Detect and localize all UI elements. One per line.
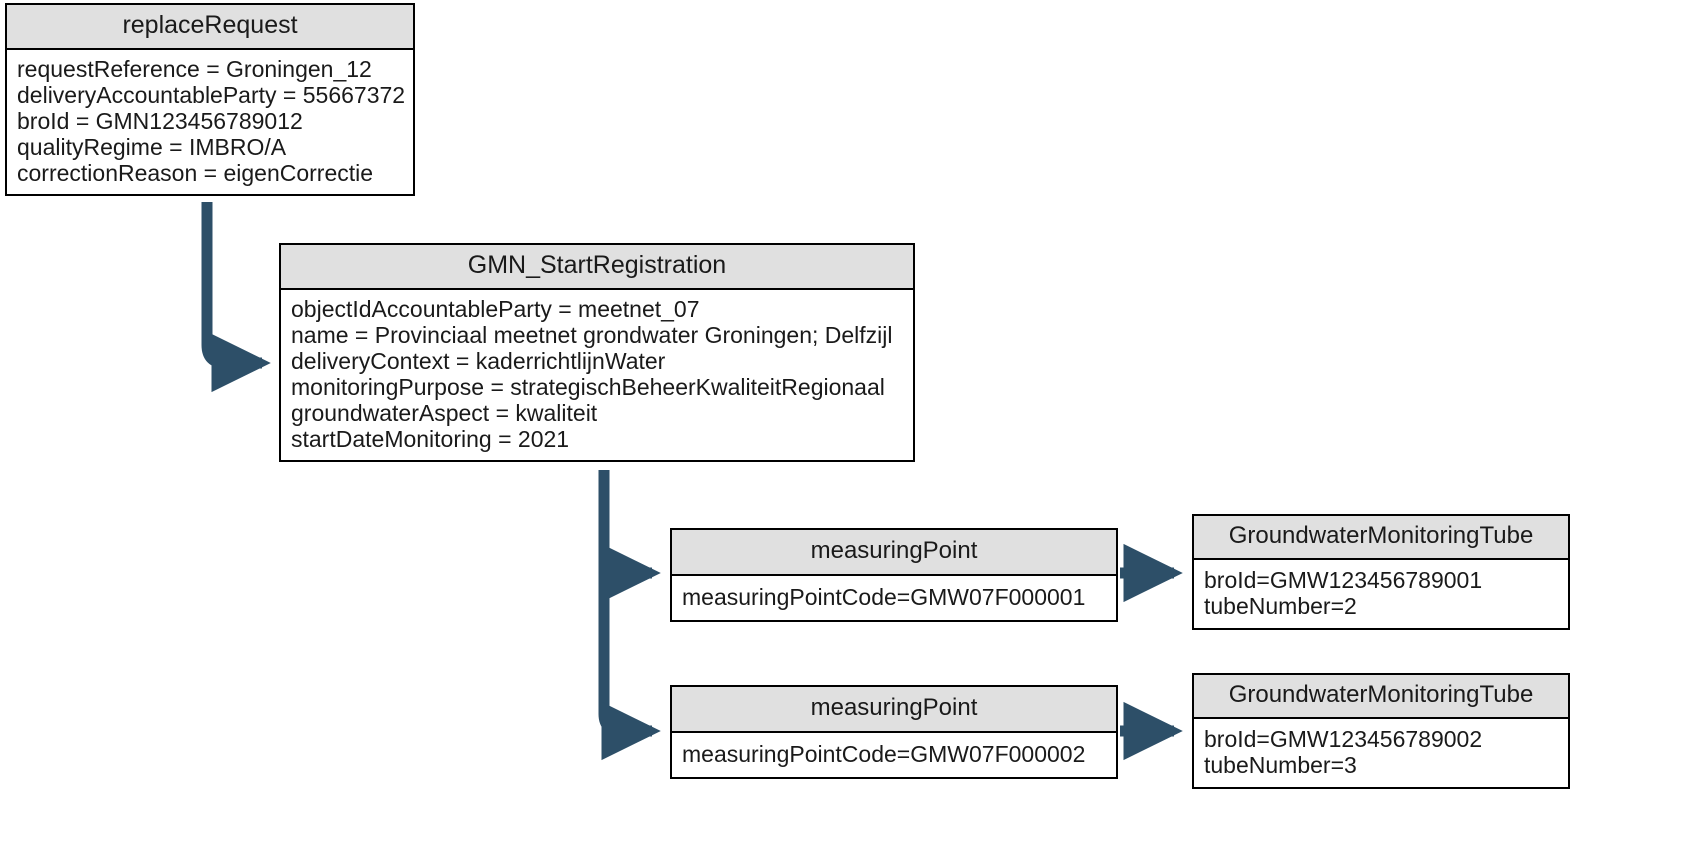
attribute-row: requestReference = Groningen_12	[17, 56, 372, 83]
attribute-row: broId=GMW123456789001	[1204, 567, 1483, 593]
attribute-row: deliveryAccountableParty = 55667372	[17, 82, 406, 109]
object-box-groundwatermonitoringtube-2[interactable]: GroundwaterMonitoringTube broId=GMW12345…	[1192, 673, 1570, 789]
connector-replacerequest-to-gmn-startregistration	[201, 202, 271, 393]
object-box-attributes: broId=GMW123456789001 tubeNumber=2	[1194, 560, 1568, 628]
object-box-measuringpoint-1[interactable]: measuringPoint measuringPointCode=GMW07F…	[670, 528, 1118, 622]
attribute-row: qualityRegime = IMBRO/A	[17, 134, 287, 161]
object-box-replacerequest[interactable]: replaceRequest requestReference = Gronin…	[5, 3, 415, 197]
object-box-attributes: requestReference = Groningen_12 delivery…	[7, 50, 413, 194]
attribute-row: tubeNumber=3	[1204, 751, 1357, 778]
attribute-row: measuringPointCode=GMW07F000001	[682, 584, 1086, 610]
object-box-title: GroundwaterMonitoringTube	[1194, 675, 1568, 719]
object-box-title: measuringPoint	[672, 687, 1116, 733]
attribute-row: tubeNumber=2	[1204, 592, 1357, 619]
attribute-row: groundwaterAspect = kwaliteit	[291, 400, 598, 427]
attribute-row: startDateMonitoring = 2021	[291, 426, 570, 453]
object-box-title: measuringPoint	[672, 530, 1116, 576]
attribute-row: monitoringPurpose = strategischBeheerKwa…	[291, 374, 885, 401]
attribute-row: deliveryContext = kaderrichtlijnWater	[291, 348, 666, 375]
attribute-row: measuringPointCode=GMW07F000002	[682, 741, 1086, 767]
object-box-attributes: broId=GMW123456789002 tubeNumber=3	[1194, 719, 1568, 787]
attribute-row: objectIdAccountableParty = meetnet_07	[291, 296, 700, 323]
object-box-title: GMN_StartRegistration	[281, 245, 913, 291]
object-box-title: replaceRequest	[7, 5, 413, 51]
object-box-attributes: measuringPointCode=GMW07F000002	[672, 733, 1116, 777]
object-box-groundwatermonitoringtube-1[interactable]: GroundwaterMonitoringTube broId=GMW12345…	[1192, 514, 1570, 630]
attribute-row: broId = GMN123456789012	[17, 108, 303, 135]
attribute-row: broId=GMW123456789002	[1204, 726, 1483, 752]
object-box-title: GroundwaterMonitoringTube	[1194, 516, 1568, 560]
object-box-attributes: measuringPointCode=GMW07F000001	[672, 576, 1116, 620]
connector-gmn-startregistration-to-measuringpoint-2	[598, 470, 661, 761]
attribute-row: name = Provinciaal meetnet grondwater Gr…	[291, 322, 893, 349]
connector-gmn-startregistration-to-measuringpoint-1	[598, 470, 661, 603]
object-box-gmn-startregistration[interactable]: GMN_StartRegistration objectIdAccountabl…	[279, 243, 915, 463]
attribute-row: correctionReason = eigenCorrectie	[17, 160, 374, 187]
object-box-measuringpoint-2[interactable]: measuringPoint measuringPointCode=GMW07F…	[670, 685, 1118, 779]
object-box-attributes: objectIdAccountableParty = meetnet_07 na…	[281, 290, 913, 460]
